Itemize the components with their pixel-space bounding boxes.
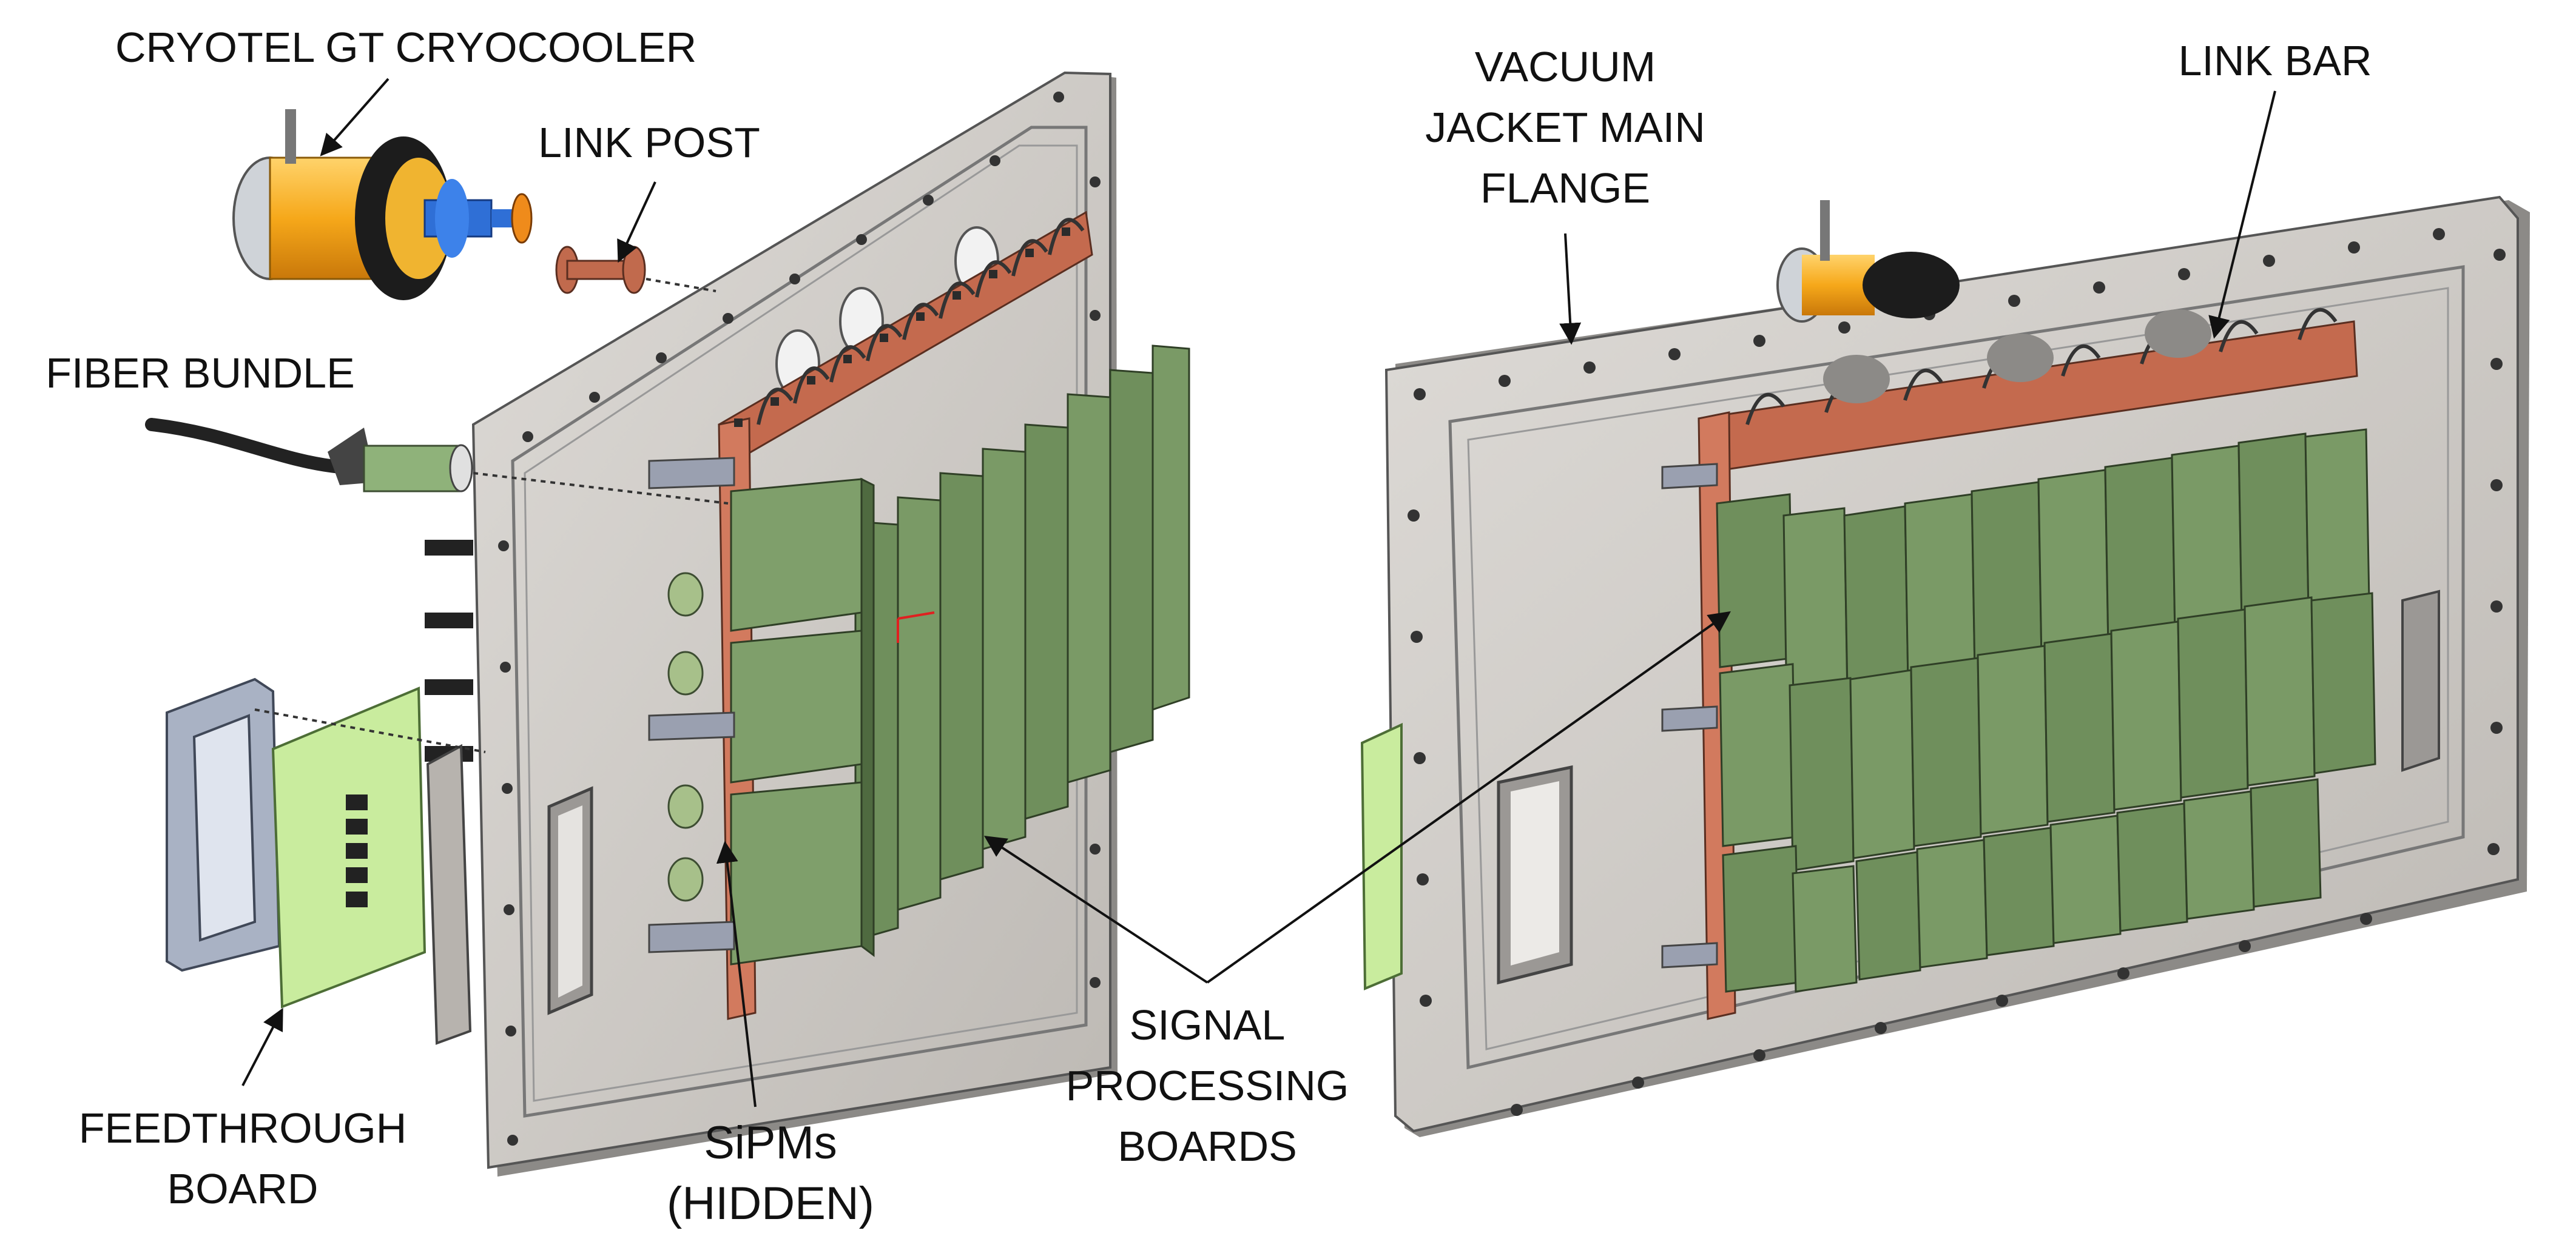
right-signal-boards [1661, 428, 2376, 993]
label-vacuum-jacket-main-flange: VACUUM JACKET MAIN FLANGE [1425, 43, 1705, 212]
leader-feedthrough [241, 1007, 283, 1086]
label-fiber-bundle: FIBER BUNDLE [46, 349, 355, 397]
feedthrough-assembly [166, 677, 486, 1045]
leader-cryocooler [320, 78, 389, 156]
label-cryocooler: CRYOTEL GT CRYOCOOLER [115, 24, 697, 71]
leader-flange [1559, 233, 1582, 345]
label-signal-processing-boards: SIGNAL PROCESSING BOARDS [1065, 1001, 1349, 1170]
right-cryocooler [1776, 200, 1960, 323]
label-sipms: SiPMs (HIDDEN) [667, 1117, 874, 1229]
leader-signal-boards-right [1206, 611, 1731, 984]
leader-signal-boards-left [983, 836, 1209, 984]
leader-sipms [716, 841, 757, 1107]
assembled-view [1360, 195, 2530, 1137]
exploded-view [145, 71, 1190, 1177]
leader-link-post [617, 181, 656, 263]
label-link-post: LINK POST [538, 119, 760, 166]
leader-lines [241, 78, 2276, 1107]
leader-link-bar [2208, 90, 2276, 339]
left-signal-boards [648, 344, 1190, 966]
label-feedthrough-board: FEEDTHROUGH BOARD [78, 1104, 407, 1212]
link-post [555, 246, 646, 294]
label-link-bar: LINK BAR [2178, 37, 2372, 84]
cryocooler-unit [232, 109, 716, 300]
